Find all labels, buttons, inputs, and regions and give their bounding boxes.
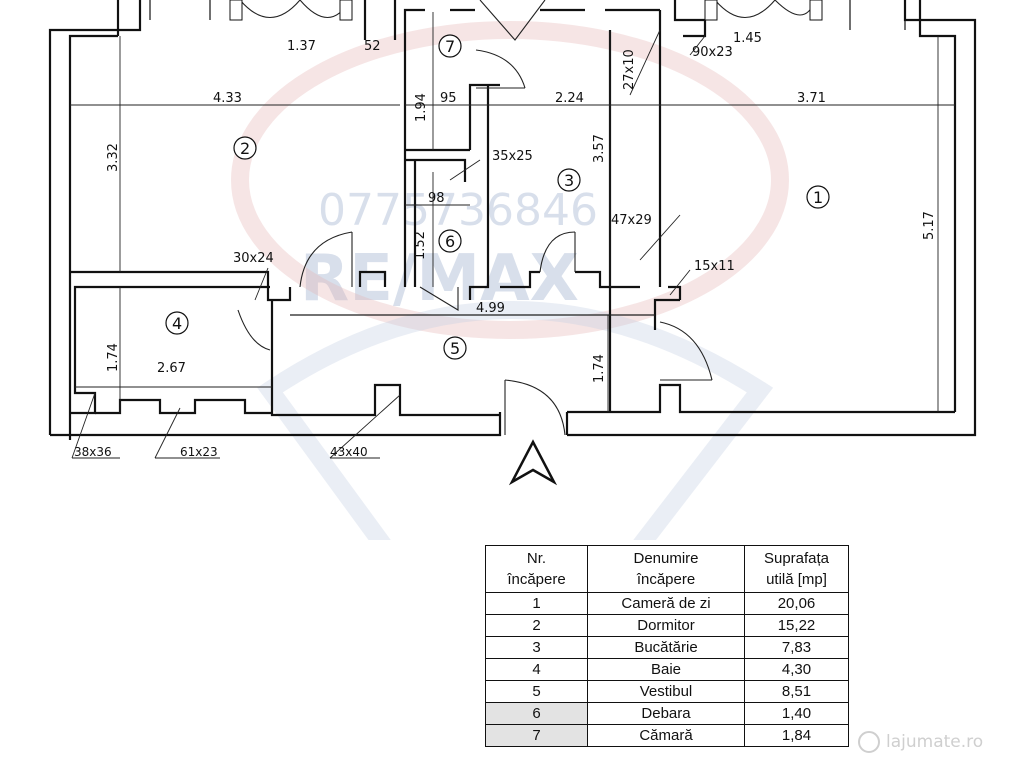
- dim-5-17: 5.17: [922, 211, 937, 240]
- room-4-number: 4: [172, 314, 182, 333]
- dim-90x23: 90x23: [692, 45, 733, 60]
- room-name: Cameră de zi: [587, 592, 745, 615]
- room-6-number: 6: [445, 232, 455, 251]
- dim-38x36: 38x36: [74, 445, 112, 459]
- table-row: 1 Cameră de zi 20,06: [485, 592, 849, 615]
- room-nr: 1: [485, 592, 588, 615]
- room-nr: 6: [485, 702, 588, 725]
- legend-header-area: Suprafața utilă [mp]: [744, 545, 849, 593]
- door-entrance: [504, 379, 566, 436]
- floor-plan: 0775736846 RE/MAX: [48, 0, 977, 540]
- door-room6: [419, 286, 459, 311]
- balcony-right: [704, 0, 906, 30]
- room-markers: 1 2 3 4 5 6 7: [165, 34, 830, 360]
- room-name: Baie: [587, 658, 745, 681]
- room-area: 1,84: [744, 724, 849, 747]
- site-watermark-text: lajumate.ro: [886, 732, 984, 752]
- room-3-number: 3: [564, 171, 574, 190]
- dim-95: 95: [440, 91, 457, 106]
- dimension-lines: [70, 12, 955, 459]
- door-room1: [659, 321, 713, 381]
- room-nr: 7: [485, 724, 588, 747]
- dim-2-67: 2.67: [157, 361, 186, 376]
- table-row: 3 Bucătărie 7,83: [485, 636, 849, 659]
- legend-header-name: Denumire încăpere: [587, 545, 745, 593]
- dim-15x11: 15x11: [694, 259, 735, 274]
- dim-30x24: 30x24: [233, 251, 274, 266]
- dim-52: 52: [364, 39, 381, 54]
- table-row: 5 Vestibul 8,51: [485, 680, 849, 703]
- door-room3: [539, 231, 576, 273]
- door-top: [479, 0, 546, 41]
- door-room4: [237, 309, 271, 351]
- table-row: 7 Cămară 1,84: [485, 724, 849, 747]
- room-area: 15,22: [744, 614, 849, 637]
- room-name: Vestibul: [587, 680, 745, 703]
- dim-4-99: 4.99: [476, 301, 505, 316]
- room-area: 4,30: [744, 658, 849, 681]
- room-area: 8,51: [744, 680, 849, 703]
- room-name: Dormitor: [587, 614, 745, 637]
- dim-35x25: 35x25: [492, 149, 533, 164]
- doors: [237, 0, 713, 436]
- dim-1-52: 1.52: [413, 231, 428, 260]
- dim-1-74-right: 1.74: [592, 354, 607, 383]
- site-logo-icon: [858, 731, 880, 753]
- table-row: 4 Baie 4,30: [485, 658, 849, 681]
- room-2-number: 2: [240, 139, 250, 158]
- dim-3-57: 3.57: [592, 134, 607, 163]
- watermark-balloon-top: [231, 21, 789, 339]
- dim-1-37: 1.37: [287, 39, 316, 54]
- room-area: 7,83: [744, 636, 849, 659]
- dim-4-33: 4.33: [213, 91, 242, 106]
- room-area: 1,40: [744, 702, 849, 725]
- room-1-number: 1: [813, 188, 823, 207]
- dim-1-94: 1.94: [414, 93, 429, 122]
- legend-header-row: Nr. încăpere Denumire încăpere Suprafața…: [485, 545, 849, 593]
- room-name: Bucătărie: [587, 636, 745, 659]
- dim-3-71: 3.71: [797, 91, 826, 106]
- dim-61x23: 61x23: [180, 445, 218, 459]
- site-watermark: lajumate.ro: [858, 731, 983, 753]
- room-name: Debara: [587, 702, 745, 725]
- table-row: 6 Debara 1,40: [485, 702, 849, 725]
- dim-98: 98: [428, 191, 445, 206]
- watermark-brand: RE/MAX: [300, 242, 579, 316]
- room-nr: 4: [485, 658, 588, 681]
- dim-3-32: 3.32: [106, 143, 121, 172]
- room-legend-table: Nr. încăpere Denumire încăpere Suprafața…: [485, 545, 849, 747]
- dim-1-45: 1.45: [733, 31, 762, 46]
- door-room2: [299, 231, 353, 288]
- room-area: 20,06: [744, 592, 849, 615]
- dim-1-74-left: 1.74: [106, 343, 121, 372]
- dim-43x40: 43x40: [330, 445, 368, 459]
- room-nr: 3: [485, 636, 588, 659]
- door-room7: [475, 49, 526, 89]
- dim-47x29: 47x29: [611, 213, 652, 228]
- room-name: Cămară: [587, 724, 745, 747]
- watermark-phone: 0775736846: [318, 185, 598, 236]
- balcony-left: [149, 0, 353, 21]
- dim-2-24: 2.24: [555, 91, 584, 106]
- table-row: 2 Dormitor 15,22: [485, 614, 849, 637]
- room-5-number: 5: [450, 339, 460, 358]
- north-arrow-icon: [508, 439, 558, 486]
- legend-header-nr: Nr. încăpere: [485, 545, 588, 593]
- room-nr: 5: [485, 680, 588, 703]
- room-nr: 2: [485, 614, 588, 637]
- room-7-number: 7: [445, 37, 455, 56]
- dimension-labels: 1.37 52 1.45 90x23 4.33 1.94 95 2.24 27x…: [74, 31, 937, 459]
- dim-27x10: 27x10: [622, 49, 637, 90]
- watermark-balloon-bottom: [257, 301, 774, 540]
